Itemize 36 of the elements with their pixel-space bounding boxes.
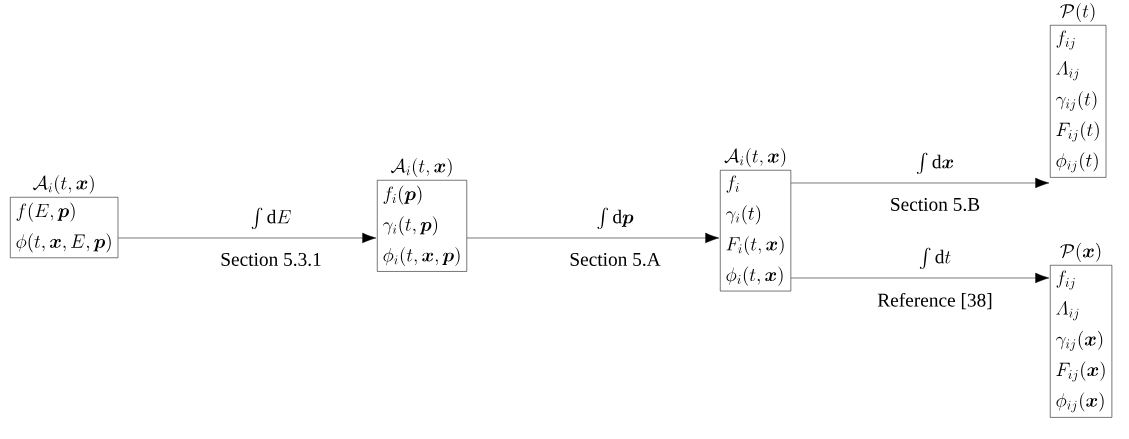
formula-box: $f_i(\boldsymbol{p})$ $\gamma_i(t, \boldsymbol{p})$ $\phi_i(t, \boldsymbol{x}, \boldsymbol{p})$ <box>377 180 468 272</box>
arrow <box>466 232 720 244</box>
edge-label: $\int \mathrm{d}E$ <box>251 207 291 230</box>
box-heading: $\mathcal{P}(\boldsymbol{x})$ <box>1060 242 1101 263</box>
formula-box: $f_i$ $\gamma_i(t)$ $F_i(t, \boldsymbol{x})$ $\phi_i(t, \boldsymbol{x})$ <box>720 170 792 292</box>
edge-label: $\int \mathrm{d}\boldsymbol{p}$ <box>597 207 634 230</box>
edge-label: $\int \mathrm{d}\boldsymbol{x}$ <box>916 152 954 175</box>
node-label: $\mathnormal{\Lambda}_{ij}$ <box>1056 60 1079 81</box>
section-reference: Section 5.A <box>570 252 661 266</box>
box-heading: $\mathcal{A}_i(t, \boldsymbol{x})$ <box>391 157 452 178</box>
edge-label: $\int \mathrm{d}t$ <box>919 247 951 270</box>
section-reference: Reference [38] <box>877 292 992 310</box>
formula-box: $f(E, \boldsymbol{p})$ $\phi(t, \boldsymbol{x}, E, \boldsymbol{p})$ <box>10 197 119 259</box>
node-label: $F_{ij}(\boldsymbol{x})$ <box>1056 361 1105 382</box>
node-label: $f_i$ <box>726 175 739 193</box>
node-label: $\phi_{ij}(t)$ <box>1056 152 1098 173</box>
node-label: $f_{ij}$ <box>1056 270 1075 290</box>
node-label: $F_{ij}(t)$ <box>1056 121 1099 142</box>
formula-box: $f_{ij}$ $\mathnormal{\Lambda}_{ij}$ $\gamma_{ij}(\boldsymbol{x})$ $F_{ij}(\boldsymbol{x})$ $\phi_{ij}(\boldsymbol{x})$ <box>1050 265 1113 418</box>
node-label: $\gamma_i(t)$ <box>725 205 761 225</box>
section-reference: Section 5.B <box>891 197 980 211</box>
node-label: $F_i(t, \boldsymbol{x})$ <box>726 235 784 256</box>
box-heading: $\mathcal{A}_i(t, \boldsymbol{x})$ <box>33 174 94 195</box>
arrow <box>118 232 377 244</box>
arrow <box>790 272 1050 284</box>
arrow <box>790 177 1050 189</box>
box-heading: $\mathcal{A}_i(t, \boldsymbol{x})$ <box>724 147 786 168</box>
formula-box: $f_{ij}$ $\mathnormal{\Lambda}_{ij}$ $\gamma_{ij}(t)$ $F_{ij}(t)$ $\phi_{ij}(t)$ <box>1050 25 1107 178</box>
node-label: $\gamma_{ij}(\boldsymbol{x})$ <box>1055 330 1103 351</box>
node-label: $\gamma_{ij}(t)$ <box>1055 90 1097 111</box>
node-label: $\mathnormal{\Lambda}_{ij}$ <box>1056 300 1079 321</box>
node-label: $f_{ij}$ <box>1056 30 1075 50</box>
node-label: $\phi_{ij}(\boldsymbol{x})$ <box>1056 392 1104 413</box>
node-label: $\phi_i(t, \boldsymbol{x})$ <box>726 266 783 286</box>
box-heading: $\mathcal{P}(t)$ <box>1060 2 1095 23</box>
section-reference: Section 5.3.1 <box>221 252 321 266</box>
